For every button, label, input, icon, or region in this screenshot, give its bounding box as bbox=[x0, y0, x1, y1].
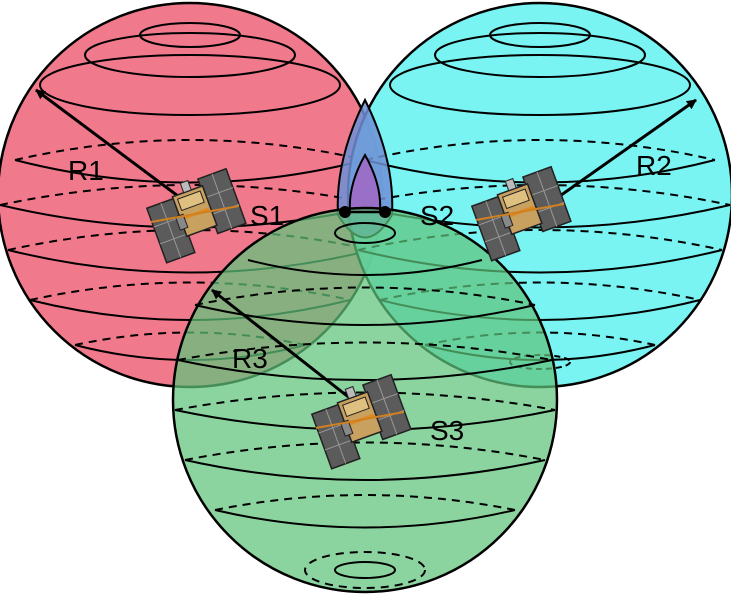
radius-label-r2: R2 bbox=[636, 150, 672, 181]
satellite-label-s1: S1 bbox=[250, 200, 284, 231]
satellite-label-s3: S3 bbox=[430, 415, 464, 446]
radius-label-r3: R3 bbox=[232, 343, 268, 374]
radius-label-r1: R1 bbox=[68, 155, 104, 186]
radius-arrow-r3 bbox=[211, 288, 366, 412]
lens-intersection bbox=[336, 97, 394, 239]
radius-arrow-r2 bbox=[539, 98, 697, 212]
radius-arrow-r1 bbox=[35, 88, 191, 207]
satellite-label-s2: S2 bbox=[420, 200, 454, 231]
